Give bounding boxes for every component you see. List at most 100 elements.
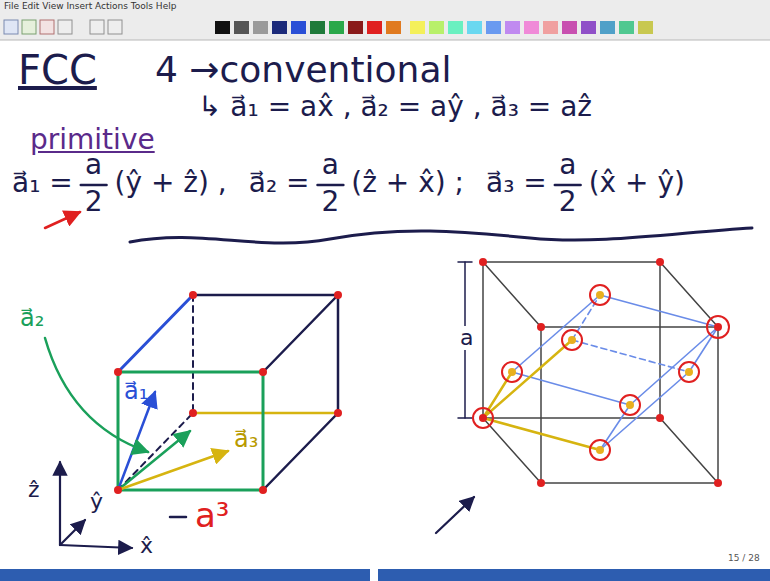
equation-text: (ŷ + ẑ) , [115, 168, 227, 199]
toolbar [448, 21, 463, 34]
fraction-bar [318, 184, 344, 187]
bottom-bar [0, 569, 370, 581]
fcc-cube [483, 418, 600, 450]
toolbar [253, 21, 268, 34]
fcc-cube [479, 258, 722, 487]
fcc-cube [483, 262, 660, 418]
conventional-cube [193, 294, 338, 297]
fcc-cube [626, 401, 634, 409]
conventional-cube [263, 413, 338, 490]
vector-label: a⃗₁ [124, 378, 148, 404]
volume-label: a³ [195, 497, 229, 534]
fraction-numerator: a [559, 150, 576, 181]
conventional-cube [118, 372, 263, 490]
toolbar [619, 21, 634, 34]
conventional-cube [114, 291, 342, 494]
conventional-cube [118, 431, 190, 490]
toolbar [108, 20, 122, 34]
toolbar [40, 20, 54, 34]
fcc-cube [568, 336, 576, 344]
conventional-cube [189, 409, 197, 417]
fcc-cube [630, 327, 718, 405]
toolbar [386, 21, 401, 34]
fraction-numerator: a [322, 150, 339, 181]
toolbar [467, 21, 482, 34]
fcc-cube [707, 316, 729, 338]
toolbar [4, 20, 18, 34]
fcc-cube [590, 440, 610, 460]
fcc-cube [537, 323, 545, 331]
fcc-cube [714, 323, 722, 331]
fcc-cube [596, 446, 604, 454]
fcc-cube [502, 362, 522, 382]
conventional-cube [193, 412, 338, 415]
conventional-cube [334, 291, 342, 299]
toolbar [58, 20, 72, 34]
heading-text: 4 →conventional [155, 50, 451, 90]
fcc-cube [458, 258, 729, 487]
conventional-cube [114, 368, 122, 376]
toolbar [310, 21, 325, 34]
fcc-cube [660, 262, 718, 327]
fcc-cube [685, 368, 693, 376]
fcc-cube [483, 418, 541, 483]
fcc-cube [483, 340, 572, 418]
fraction-denominator: 2 [85, 187, 103, 218]
fcc-cube [689, 327, 718, 372]
fcc-cube [483, 340, 600, 450]
toolbar [0, 40, 770, 41]
fcc-cube [508, 368, 516, 376]
conventional-cube [45, 338, 148, 452]
toolbar [0, 0, 770, 40]
axis-label: ẑ [28, 478, 40, 502]
axis-arrows [436, 497, 474, 533]
conventional-cube [114, 486, 122, 494]
conventional-cube [189, 291, 197, 299]
bottom-bar [378, 569, 770, 581]
conventional-cube [259, 368, 267, 376]
toolbar [367, 21, 382, 34]
equation-text: a⃗₃ = [486, 168, 547, 199]
fcc-cube [590, 285, 610, 305]
fcc-cube [483, 262, 541, 327]
fcc-cube [512, 295, 600, 372]
toolbar [0, 0, 770, 40]
conventional-cube [263, 295, 338, 372]
equation-text: (x̂ + ŷ) [589, 168, 685, 199]
toolbar [329, 21, 344, 34]
fcc-cube [660, 418, 718, 483]
fraction-numerator: a [85, 150, 102, 181]
fcc-cube [508, 291, 693, 454]
fcc-cube [458, 417, 472, 419]
page-number: 15 / 28 [728, 554, 760, 564]
fraction-denominator: 2 [559, 187, 577, 218]
conventional-cube [259, 486, 267, 494]
fcc-cube [473, 408, 493, 428]
fcc-cube [596, 291, 604, 299]
toolbar [272, 21, 287, 34]
axis-label: ŷ [90, 490, 103, 514]
toolbar [234, 21, 249, 34]
fcc-cube [512, 295, 718, 450]
toolbar [90, 20, 104, 34]
fcc-cube [479, 414, 487, 422]
axis-label: x̂ [140, 534, 153, 558]
fcc-cube [537, 479, 545, 487]
bottom-bar [0, 569, 770, 581]
toolbar [562, 21, 577, 34]
axis-arrows [59, 462, 61, 545]
toolbar [486, 21, 501, 34]
slide-title: FCC [18, 48, 97, 92]
fcc-cube [562, 330, 582, 350]
conventional-cube [334, 409, 342, 417]
toolbar [22, 20, 36, 34]
conventional-cube [118, 451, 228, 490]
axis-arrows [60, 545, 132, 548]
toolbar [600, 21, 615, 34]
underline-stroke [130, 228, 752, 243]
axis-arrows [60, 462, 474, 548]
fcc-cube [656, 414, 664, 422]
vector-label: a⃗₃ [234, 426, 258, 452]
conventional-cube [45, 291, 342, 517]
toolbar [638, 21, 653, 34]
